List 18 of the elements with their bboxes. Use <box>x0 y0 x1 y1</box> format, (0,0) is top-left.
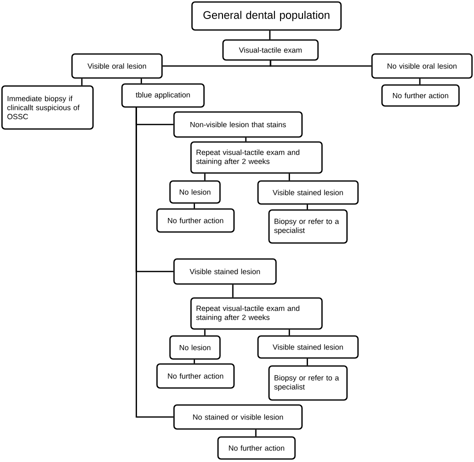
connector-line <box>288 174 290 180</box>
connector-line <box>419 78 420 84</box>
connector-line <box>269 30 270 40</box>
connector-line <box>306 358 308 366</box>
connector-line <box>288 330 290 336</box>
connector-line <box>204 330 206 336</box>
connector-line <box>245 138 246 142</box>
connector-line <box>194 204 195 208</box>
connector-line <box>232 284 234 298</box>
connector-line <box>306 204 308 210</box>
connector-line <box>136 108 174 418</box>
connector-line <box>204 174 206 180</box>
connector-line <box>194 360 195 364</box>
connector-line <box>140 78 142 84</box>
flow-box: General dental population <box>191 1 342 31</box>
connector-line <box>81 78 82 86</box>
connector-line <box>255 430 256 436</box>
connector-line <box>270 60 372 67</box>
